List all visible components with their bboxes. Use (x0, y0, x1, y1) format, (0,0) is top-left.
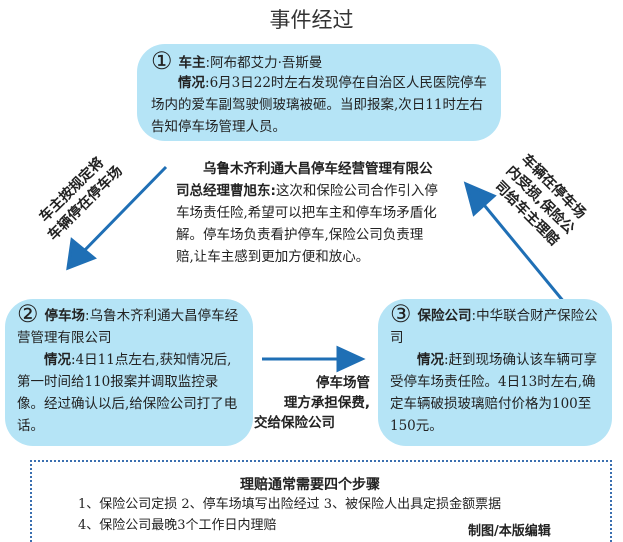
role-name: 中华联合财产保险公司 (390, 308, 598, 346)
role-label: 保险公司 (417, 308, 472, 324)
quote-speaker: 乌鲁木齐利通大昌停车经营管理有限公司总经理曹旭东 (176, 161, 433, 199)
role-name: 乌鲁木齐利通大昌停车经营管理有限公司 (17, 308, 239, 346)
quote-text: 这次和保险公司合作引入停车场责任险,希望可以把车主和停车场矛盾化解。停车场负责看… (176, 183, 438, 265)
arrowhead (336, 345, 366, 373)
situation-label: 情况 (417, 352, 444, 368)
situation-label: 情况 (178, 75, 205, 91)
step-number: ① (151, 47, 173, 75)
role-label: 停车场 (44, 308, 86, 324)
arrow-down-left (78, 165, 168, 257)
situation-text: 赶到现场确认该车辆可享受停车场责任险。4日13时左右,确定车辆破损玻璃赔付价格为… (390, 352, 598, 434)
middle-arrow-label: 停车场管理方承担保费,交给保险公司 (254, 375, 370, 431)
situation-text: 6月3日22时左右发现停在自治区人民医院停车场内的爱车副驾驶侧玻璃被砸。当即报案… (151, 75, 487, 135)
arrowhead (66, 237, 97, 271)
steps-line-1: 1、保险公司定损 2、停车场填写出险经过 3、被保险人出具定损金额票据 (78, 497, 502, 512)
manager-quote: 乌鲁木齐利通大昌停车经营管理有限公司总经理曹旭东:这次和保险公司合作引入停车场责… (176, 161, 438, 265)
situation-text: 4日11点左右,获知情况后,第一时间给110报案并调取监控录像。经过确认以后,给… (17, 352, 238, 434)
steps-line-2: 4、保险公司最晚3个工作日内理赔 (78, 518, 277, 533)
credit: 制图/本版编辑 (468, 524, 551, 539)
role-name: 阿布都艾力·吾斯曼 (210, 55, 323, 71)
steps-panel (30, 460, 612, 542)
arrowhead (463, 181, 497, 217)
role-label: 车主 (178, 55, 206, 71)
page-title: 事件经过 (269, 8, 354, 32)
steps-title: 理赔通常需要四个步骤 (240, 477, 380, 493)
step-number: ② (17, 300, 39, 328)
situation-label: 情况 (44, 352, 71, 368)
arrow-up-left (478, 199, 566, 303)
step-number: ③ (390, 300, 412, 328)
